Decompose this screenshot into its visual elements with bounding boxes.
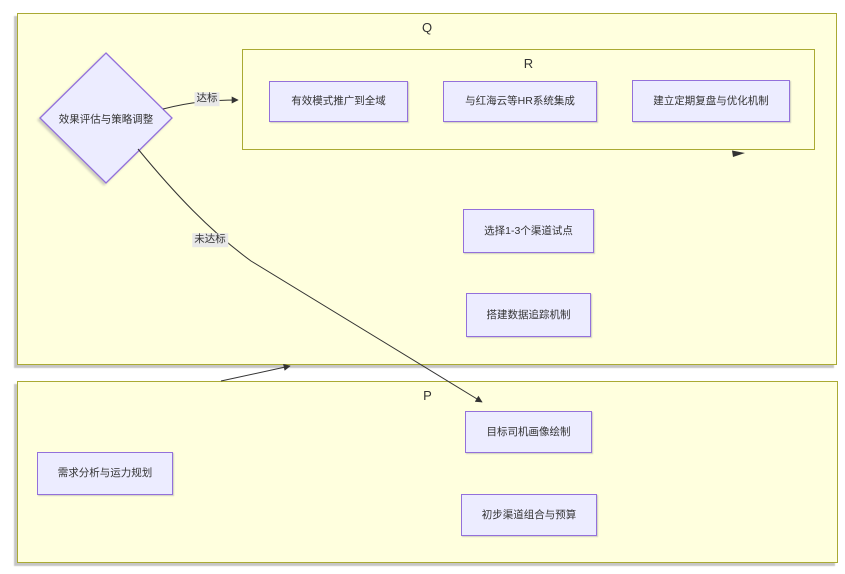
node-review-optimize: 建立定期复盘与优化机制: [632, 80, 790, 122]
node-pilot-channels: 选择1-3个渠道试点: [463, 209, 594, 253]
node-demand-analysis: 需求分析与运力规划: [37, 452, 173, 495]
edge-fail-label: 未达标: [192, 233, 228, 247]
node-driver-profile: 目标司机画像绘制: [465, 411, 592, 453]
group-q-label: Q: [421, 20, 433, 35]
node-channel-budget: 初步渠道组合与预算: [461, 494, 597, 536]
node-data-tracking: 搭建数据追踪机制: [466, 293, 591, 337]
edge-p-to-q: [220, 363, 291, 382]
group-p-label: P: [423, 388, 432, 403]
edge-pass-label: 达标: [194, 92, 220, 106]
group-r-label: R: [523, 56, 534, 71]
node-promote-to-all: 有效模式推广到全域: [269, 81, 408, 122]
node-hr-integration: 与红海云等HR系统集成: [443, 81, 597, 122]
decision-node-label: 效果评估与策略调整: [58, 113, 154, 126]
